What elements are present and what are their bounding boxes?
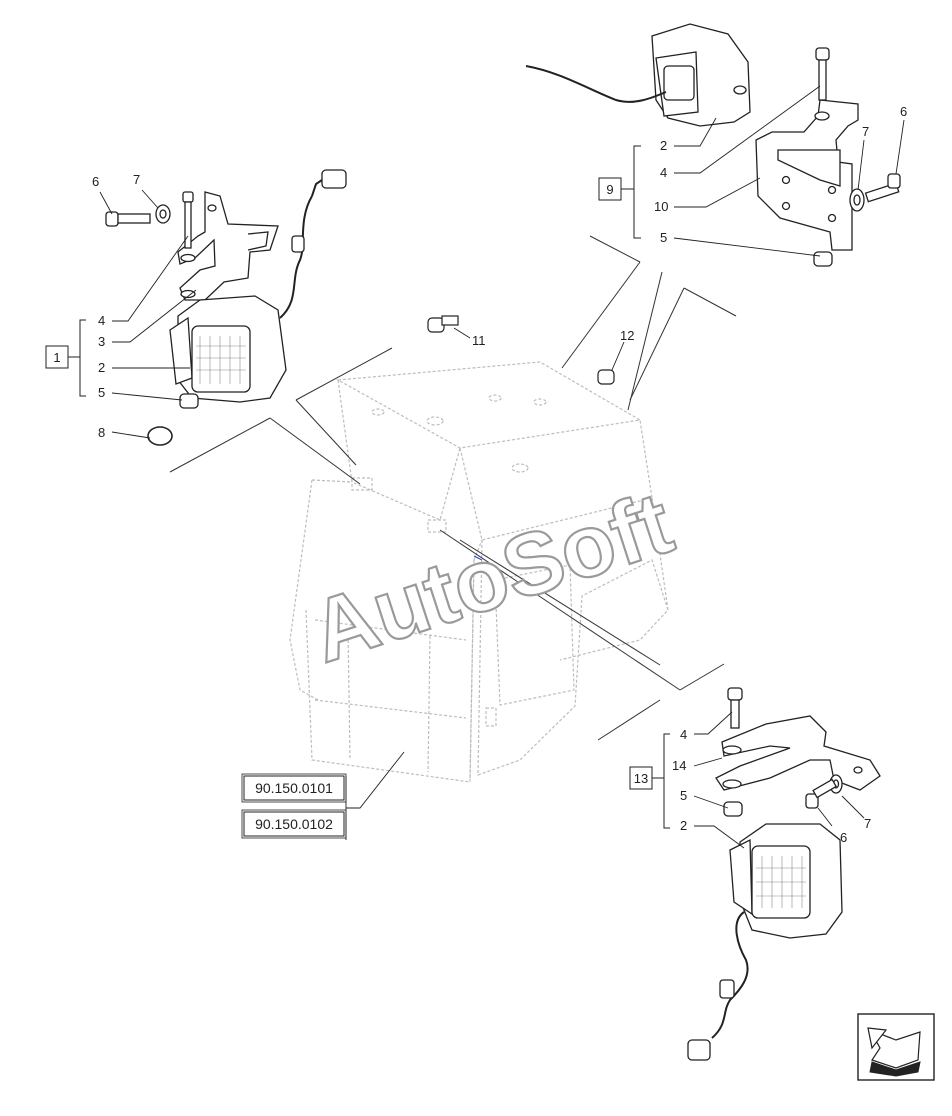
- group-9-number: 9: [606, 182, 613, 197]
- reference-boxes: 90.150.0101 90.150.0102: [241, 751, 405, 840]
- cab-hardware-callouts: 11 12: [453, 327, 634, 371]
- group-1-number: 1: [53, 350, 60, 365]
- group-9-callouts: 9 2 4 10 5 7 6: [598, 85, 907, 257]
- reference-code-2[interactable]: 90.150.0102: [255, 816, 333, 832]
- group-1-item-4: 4: [98, 313, 105, 328]
- group-1-item-2: 2: [98, 360, 105, 375]
- group-9-item-4: 4: [660, 165, 667, 180]
- group-13-item-2: 2: [680, 818, 687, 833]
- group-9-item-2: 2: [660, 138, 667, 153]
- detail-leader-lines: [169, 235, 737, 741]
- group-1-callouts: 1 4 3 2 5 6 7 8: [45, 172, 197, 440]
- work-lamp-left-assembly: [105, 169, 347, 446]
- group-13-bolt-label: 6: [840, 830, 847, 845]
- reference-box-1[interactable]: [243, 775, 345, 801]
- reference-code-1[interactable]: 90.150.0101: [255, 780, 333, 796]
- cab-hardware: [427, 315, 615, 385]
- work-lamp-right-assembly: [687, 687, 881, 1061]
- group-13-item-14: 14: [672, 758, 686, 773]
- group-13-callouts: 13 4 14 5 2 6 7: [629, 711, 871, 849]
- group-1-item-3: 3: [98, 334, 105, 349]
- group-13-washer-label: 7: [864, 816, 871, 831]
- group-1-item-5: 5: [98, 385, 105, 400]
- cab-bolt-label: 11: [472, 333, 486, 348]
- reference-box-2[interactable]: [243, 811, 345, 837]
- group-9-item-5: 5: [660, 230, 667, 245]
- group-13-number: 13: [634, 771, 648, 786]
- group-9-bolt-label: 6: [900, 104, 907, 119]
- group-1-ring-label: 8: [98, 425, 105, 440]
- group-13-item-4: 4: [680, 727, 687, 742]
- group-1-bolt-label: 6: [92, 174, 99, 189]
- group-1-washer-label: 7: [133, 172, 140, 187]
- group-9-washer-label: 7: [862, 124, 869, 139]
- cab-nut-label: 12: [620, 328, 634, 343]
- work-lamp-roof-assembly: [525, 23, 901, 267]
- group-9-item-10: 10: [654, 199, 668, 214]
- tractor-cab: [289, 361, 669, 783]
- group-13-item-5: 5: [680, 788, 687, 803]
- next-page-arrow-icon[interactable]: [857, 1013, 935, 1081]
- watermark-text: AutoSoft: [300, 472, 684, 681]
